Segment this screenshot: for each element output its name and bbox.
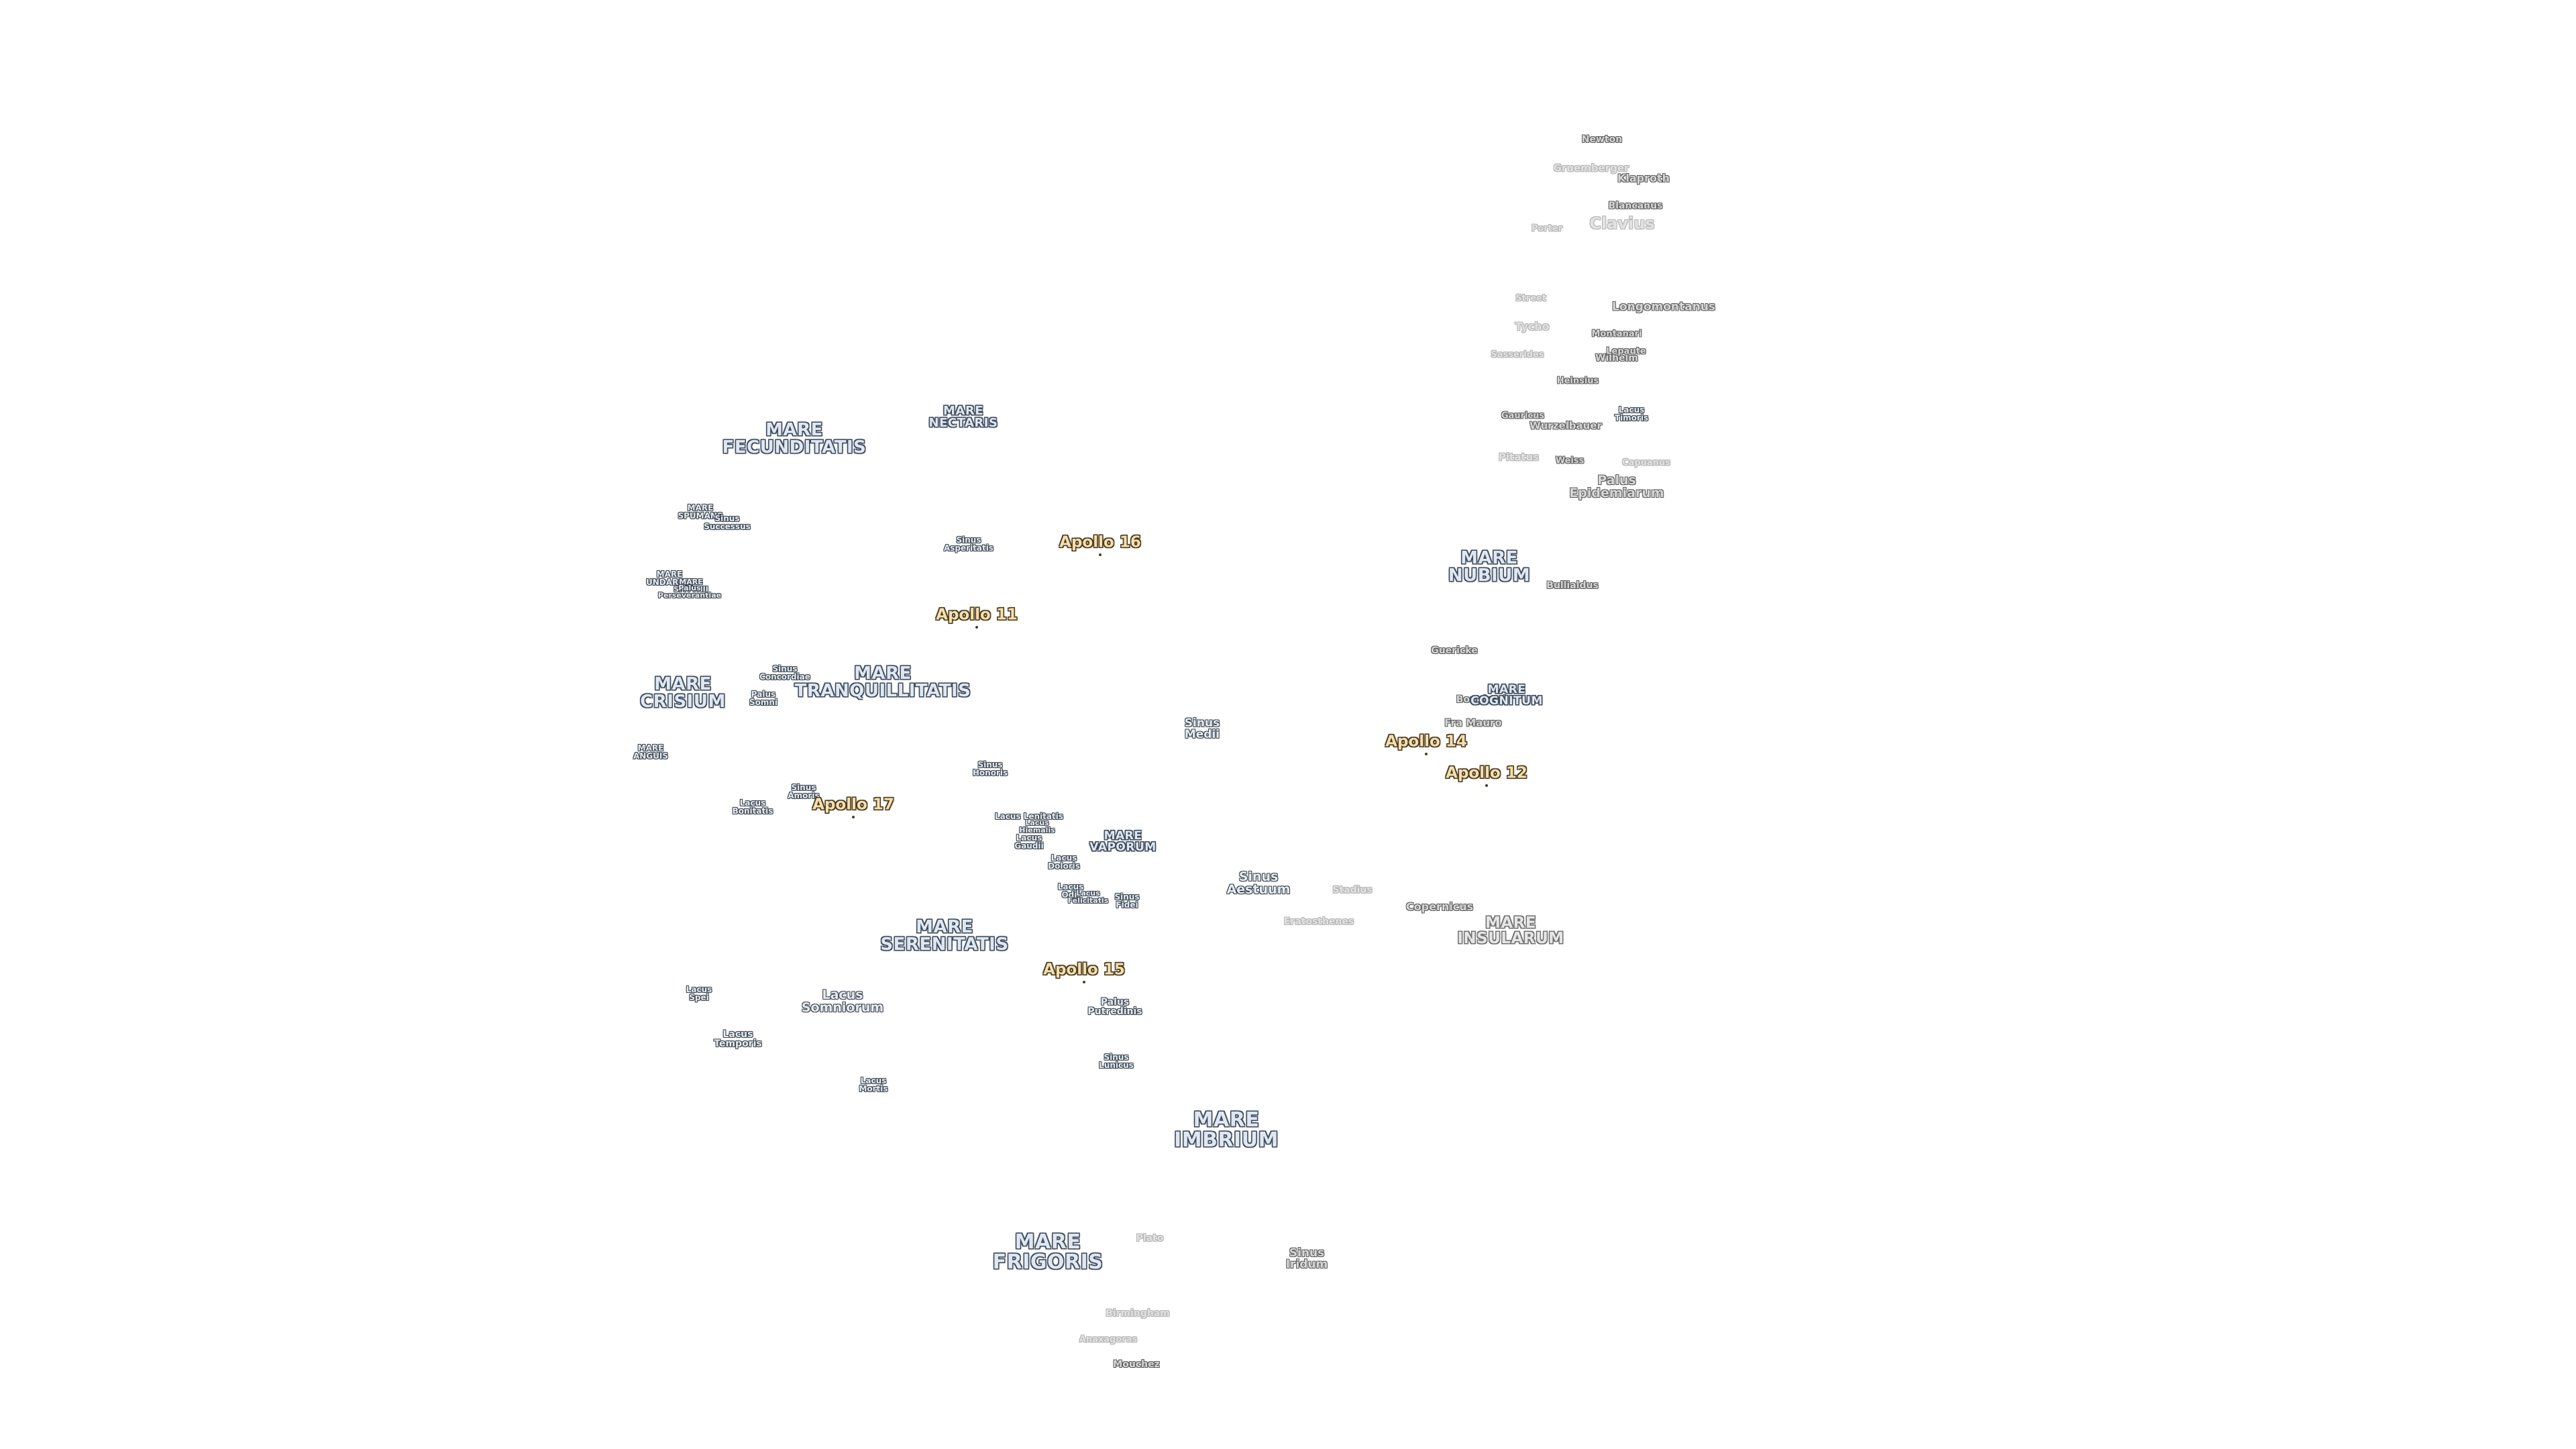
lacus-label-mortis: Lacus Mortis [859,1076,888,1093]
crater-label-weiss: Weiss [1555,455,1585,466]
apollo-17-label: Apollo 17 [812,796,894,814]
mare-label-tranquillitatis: MARE TRANQUILLITATIS [794,663,971,701]
apollo-12-site-marker [1485,784,1488,787]
mare-label-nectaris: MARE NECTARIS [928,404,998,430]
lacus-label-gaudii: Lacus Gaudii [1014,833,1044,851]
crater-label-birmingham: Birmingham [1106,1308,1170,1319]
crater-label-pitatus: Pitatus [1498,451,1540,464]
apollo-16-site-marker [1099,553,1102,556]
apollo-12-label: Apollo 12 [1446,764,1527,782]
lacus-label-odii: Lacus Odii [1057,882,1084,900]
crater-label-mouchez: Mouchez [1113,1359,1160,1370]
crater-label-eratosthenes: Eratosthenes [1283,916,1354,927]
apollo-14-label: Apollo 14 [1385,733,1467,751]
apollo-11-site-marker [975,626,978,629]
lacus-label-spei: Lacus Spei [686,985,712,1002]
mare-label-cognitum: MARE COGNITUM [1470,683,1543,708]
crater-label-heinsius: Heinsius [1556,376,1599,386]
mare-label-nubium: MARE NUBIUM [1448,548,1531,586]
apollo-15-site-marker [1083,981,1085,983]
apollo-11-label: Apollo 11 [936,606,1018,624]
crater-label-montanari: Montanari [1591,329,1642,339]
sinus-label-successus: Sinus Successus [704,514,751,531]
crater-label-stadius: Stadius [1332,885,1373,896]
crater-label-guericke: Guericke [1431,645,1478,656]
mare-label-insularum: MARE INSULARUM [1457,914,1564,947]
palus-label-perseverantiae: Palus Perseverantiae [657,584,722,600]
sinus-label-fidei: Sinus Fidei [1114,892,1140,910]
lacus-label-felicitatis: Lacus Felicitatis [1067,889,1109,905]
crater-label-klaproth: Klaproth [1617,172,1670,184]
sinus-label-amoris: Sinus Amoris [788,783,820,800]
crater-label-clavius: Clavius [1589,214,1655,233]
mare-label-anguis: MARE ANGUIS [633,743,669,761]
mare-label-crisium: MARE CRISIUM [640,674,726,712]
apollo-17-site-marker [852,816,855,818]
lacus-label-bonitatis: Lacus Bonitatis [732,798,773,816]
lacus-label-timoris: Lacus Timoris [1614,405,1649,423]
sinus-label-concordiae: Sinus Concordiae [759,664,810,682]
mare-label-fecunditatis: MARE FECUNDITATIS [722,420,867,458]
crater-label-bonpland: Bonpland [1456,694,1507,705]
crater-label-wurzelbauer: Wurzelbauer [1529,419,1602,432]
lacus-label-somniorum: Lacus Somniorum [801,987,884,1015]
crater-label-fra-mauro: Fra Mauro [1444,716,1502,729]
lacus-label-doloris: Lacus Doloris [1048,853,1080,871]
lacus-label-hiemalis: Lacus Hiemalis [1019,818,1055,835]
lacus-label-temporis: Lacus Temporis [714,1029,762,1049]
crater-label-copernicus: Copernicus [1405,900,1474,913]
crater-label-anaxagoras: Anaxagoras [1079,1334,1138,1345]
crater-label-longomontanus: Longomontanus [1612,300,1715,314]
apollo-16-label: Apollo 16 [1059,533,1141,551]
mare-label-imbrium: MARE IMBRIUM [1174,1108,1279,1152]
palus-label-epidemiarum: Palus Epidemiarum [1569,473,1664,500]
crater-label-tycho: Tycho [1515,320,1550,333]
crater-label-gruemberger: Gruemberger [1553,162,1629,174]
crater-label-newton: Newton [1581,134,1623,145]
sinus-label-asperitatis: Sinus Asperitatis [943,535,994,553]
mare-label-smythii: MARE SMYTHII [674,578,708,594]
crater-label-street: Street [1515,293,1546,304]
crater-label-capuanus: Capuanus [1622,458,1670,468]
crater-label-lepaute: Lepaute [1606,346,1646,357]
palus-label-putredinis: Palus Putredinis [1087,997,1142,1017]
crater-label-wilhelm: Wilhelm [1595,353,1638,364]
crater-label-blancanus: Blancanus [1608,201,1663,211]
crater-label-sasserides: Sasserides [1491,350,1544,360]
sinus-label-honoris: Sinus Honoris [972,760,1008,777]
sinus-label-medii: Sinus Medii [1184,716,1220,741]
mare-label-frigoris: MARE FRIGORIS [992,1230,1104,1274]
sinus-label-lunicus: Sinus Lunicus [1099,1053,1134,1070]
mare-label-serenitatis: MARE SERENITATIS [880,917,1009,955]
crater-label-gauricus: Gauricus [1501,411,1545,421]
mare-label-spumans: MARE SPUMANS [678,503,723,521]
mare-label-vaporum: MARE VAPORUM [1089,829,1157,854]
lacus-label-lenitatis: Lacus Lenitatis [995,812,1063,821]
palus-label-somni: Palus Somni [749,690,778,707]
crater-label-bullialdus: Bullialdus [1546,580,1599,591]
apollo-15-label: Apollo 15 [1043,961,1125,979]
mare-label-undarum: MARE UNDARUM [646,570,693,587]
sinus-label-iridum: Sinus Iridum [1285,1246,1328,1271]
apollo-14-site-marker [1425,753,1428,755]
crater-label-plato: Plato [1136,1233,1164,1244]
sinus-label-aestuum: Sinus Aestuum [1226,869,1291,897]
crater-label-porter: Porter [1531,223,1563,234]
